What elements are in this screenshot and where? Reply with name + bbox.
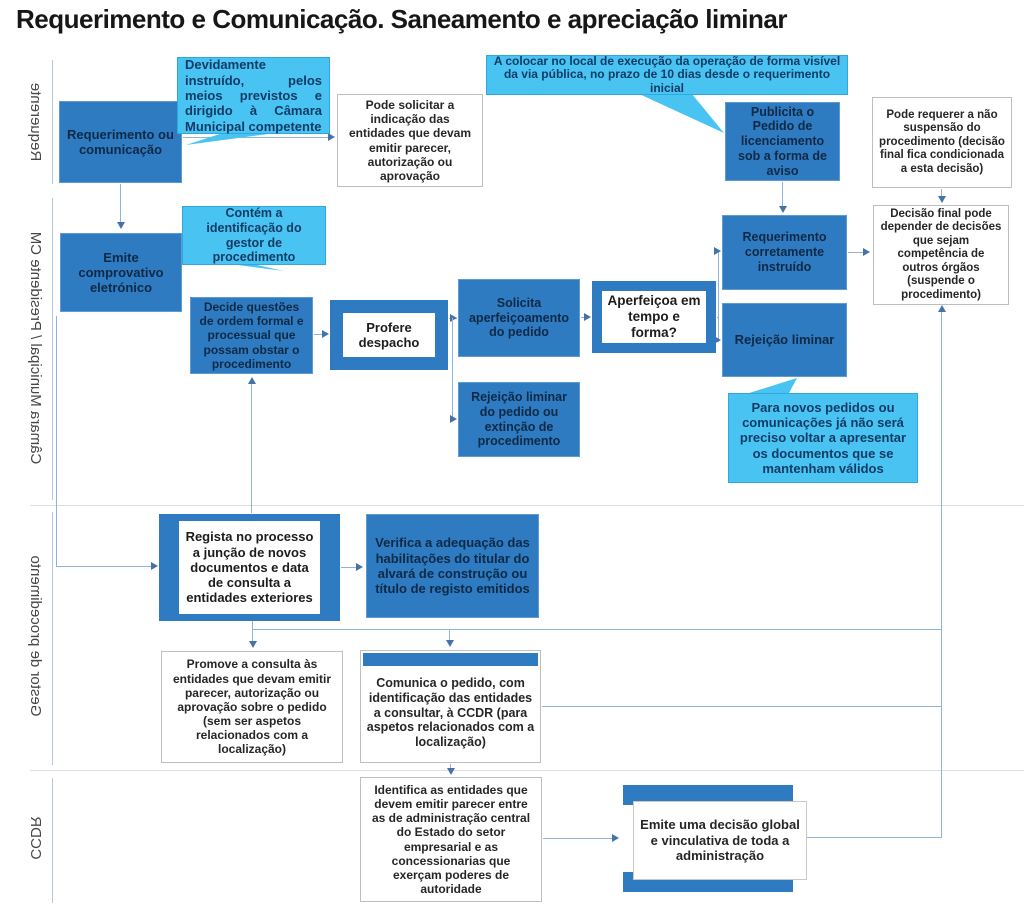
node-aperfeicoa-decisao: Aperfeiçoa em tempo e forma? [592,281,716,353]
node-regista-processo: Regista no processo a junção de novos do… [159,514,340,621]
connector [941,189,942,198]
arrowhead [450,415,457,423]
lane-rail [52,778,53,903]
connector [183,137,329,138]
arrowhead [863,248,870,256]
arrowhead [714,336,721,344]
lane-rail [52,60,53,184]
arrowhead [612,834,619,842]
node-decisao-final: Decisão final pode depender de decisões … [873,205,1009,305]
blue-bar [623,785,793,805]
node-emite-decisao-global: Emite uma decisão global e vinculativa d… [623,785,813,892]
arrowhead [248,377,256,384]
connector [252,629,253,643]
connector [251,381,252,513]
callout-contem-identificacao: Contém a identificação do gestor de proc… [182,206,326,265]
blue-bar [363,653,538,666]
node-profere-despacho: Profere despacho [330,300,448,370]
node-pode-solicitar: Pode solicitar a indicação das entidades… [337,94,483,187]
lane-label-gestor: Gestor de procedimento [27,555,45,717]
connector [542,706,941,707]
node-comunica-label: Comunica o pedido, com identificação das… [366,676,535,750]
lane-rail [52,198,53,500]
connector [452,318,453,419]
page-title: Requerimento e Comunicação. Saneamento e… [16,4,788,34]
arrowhead [938,305,946,312]
node-emite-comprovativo: Emite comprovativo eletrónico [60,233,182,312]
connector [718,251,719,342]
node-pode-requerer: Pode requerer a não suspensão do procedi… [872,97,1012,188]
node-rejeicao-liminar-pedido: Rejeição liminar do pedido ou extinção d… [458,382,580,457]
arrowhead [584,313,591,321]
connector [252,621,253,630]
node-emite-decisao-panel: Emite uma decisão global e vinculativa d… [633,801,807,880]
arrowhead [714,247,721,255]
arrowhead [779,206,787,213]
connector [252,629,941,630]
connector [782,182,783,210]
arrowhead [117,222,125,229]
callout-a-colocar: A colocar no local de execução da operaç… [486,55,848,95]
arrowhead [938,196,946,203]
connector [803,837,942,838]
node-comunica-pedido: Comunica o pedido, com identificação das… [360,650,541,763]
connector [341,567,359,568]
lane-label-camara-municipal: Câmara Municipal / Presidente CM [27,231,45,465]
connector [450,764,451,771]
callout-pointer-a-colocar [637,93,724,133]
arrowhead [249,641,257,648]
connector [56,566,152,567]
lane-divider [30,770,1024,771]
arrowhead [447,768,455,775]
node-emite-decisao-label: Emite uma decisão global e vinculativa d… [640,817,800,864]
connector [56,316,57,567]
arrowhead [322,330,329,338]
node-decide-questoes: Decide questões de ordem formal e proces… [190,297,313,374]
connector [848,252,866,253]
arrowhead [356,563,363,571]
connector [314,334,326,335]
node-identifica-entidades: Identifica as entidades que devem emitir… [360,777,542,902]
node-solicita-aperfeicoamento: Solicita aperfeiçoamento do pedido [458,279,580,357]
node-requerimento-ou-comunicacao: Requerimento ou comunicação [59,101,182,183]
arrowhead [446,640,454,647]
lane-label-ccdr: CCDR [27,816,45,860]
arrowhead [450,314,457,322]
lane-rail [52,512,53,765]
connector [941,312,942,837]
node-rejeicao-liminar: Rejeição liminar [722,303,847,377]
node-publicita-pedido: Publicita o Pedido de licenciamento sob … [725,102,840,181]
arrowhead [328,133,335,141]
node-promove-consulta: Promove a consulta às entidades que deva… [161,651,343,763]
lane-label-requerente: Requerente [27,82,45,162]
node-verifica-adequacao: Verifica a adequação das habilitações do… [366,514,539,618]
lane-divider [30,505,1024,506]
connector [449,629,450,642]
node-requerimento-instruido: Requerimento corretamente instruído [722,215,847,290]
connector [543,838,615,839]
callout-para-novos-pedidos: Para novos pedidos ou comunicações já nã… [728,393,918,483]
arrowhead [151,562,158,570]
callout-devidamente-instruido: Devidamente instruído, pelos meios previ… [177,57,330,134]
connector [120,184,121,224]
